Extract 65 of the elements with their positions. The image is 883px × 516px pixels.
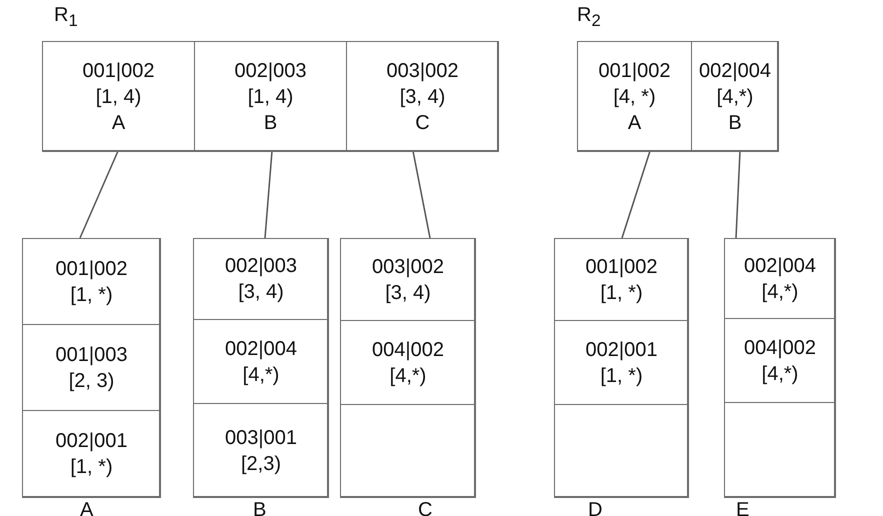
cell-letter: B	[728, 110, 742, 136]
record-cell	[346, 41, 499, 152]
record-cell	[691, 41, 779, 152]
record-box	[22, 238, 160, 497]
connector-line	[79, 150, 119, 238]
empty-cell	[554, 404, 689, 498]
interval-text: [1, 4)	[96, 84, 142, 110]
interval-text: [1, *)	[600, 280, 643, 306]
connector-line	[264, 150, 273, 238]
empty-cell	[340, 404, 476, 498]
key-text: 002|001	[586, 338, 658, 362]
connector-line	[621, 150, 651, 238]
interval-text: [4,*)	[390, 364, 426, 388]
record-box	[577, 41, 778, 151]
interval-text: [4,*)	[762, 362, 798, 386]
key-text: 001|002	[56, 256, 128, 282]
key-text: 002|004	[225, 336, 297, 362]
interval-text: [1, *)	[70, 282, 113, 308]
key-text: 001|002	[598, 58, 670, 84]
cell-letter: B	[264, 110, 278, 136]
record-cell	[22, 410, 161, 498]
interval-text: [4,*)	[762, 280, 798, 304]
interval-text: [1, *)	[70, 455, 113, 480]
record-box	[340, 238, 475, 497]
key-text: 002|001	[56, 429, 128, 454]
key-text: 002|004	[744, 254, 816, 278]
key-text: 001|002	[82, 58, 154, 84]
connector-line	[412, 150, 431, 238]
interval-text: [2, 3)	[68, 368, 114, 394]
interval-text: [4,*)	[242, 362, 280, 388]
bucket-label: A	[80, 500, 94, 516]
cell-letter: C	[415, 110, 430, 136]
cell-letter: A	[112, 110, 126, 136]
key-text: 004|002	[744, 336, 816, 360]
record-box	[42, 41, 498, 151]
key-text: 001|002	[586, 254, 658, 280]
interval-text: [4,*)	[716, 84, 754, 110]
connector-line	[735, 150, 741, 238]
interval-text: [4, *)	[613, 84, 656, 110]
key-text: 003|002	[386, 58, 458, 84]
interval-text: [3, 4)	[238, 280, 284, 305]
key-text: 002|004	[699, 58, 771, 84]
interval-text: [2,3)	[240, 452, 282, 476]
key-text: 004|002	[372, 338, 444, 362]
key-text: 001|003	[56, 342, 128, 368]
record-cell	[193, 403, 329, 498]
relation-label: R$_{2}$	[577, 5, 601, 31]
record-box	[193, 238, 328, 497]
bucket-label: C	[418, 500, 432, 516]
key-text: 002|003	[234, 58, 306, 84]
cell-letter: A	[628, 110, 642, 136]
key-text: 003|001	[225, 426, 297, 450]
relation-label: R$_{1}$	[54, 5, 78, 31]
interval-text: [3, 4)	[385, 280, 431, 306]
bucket-label: E	[736, 500, 750, 516]
interval-text: [1, 4)	[248, 84, 294, 110]
empty-cell	[724, 402, 836, 498]
bucket-label: D	[588, 500, 602, 516]
record-box	[554, 238, 688, 497]
bucket-label: B	[253, 500, 266, 516]
key-text: 003|002	[372, 254, 444, 280]
record-box	[724, 238, 835, 497]
interval-text: [1, *)	[600, 364, 643, 388]
interval-text: [3, 4)	[400, 84, 446, 110]
key-text: 002|003	[225, 254, 297, 279]
